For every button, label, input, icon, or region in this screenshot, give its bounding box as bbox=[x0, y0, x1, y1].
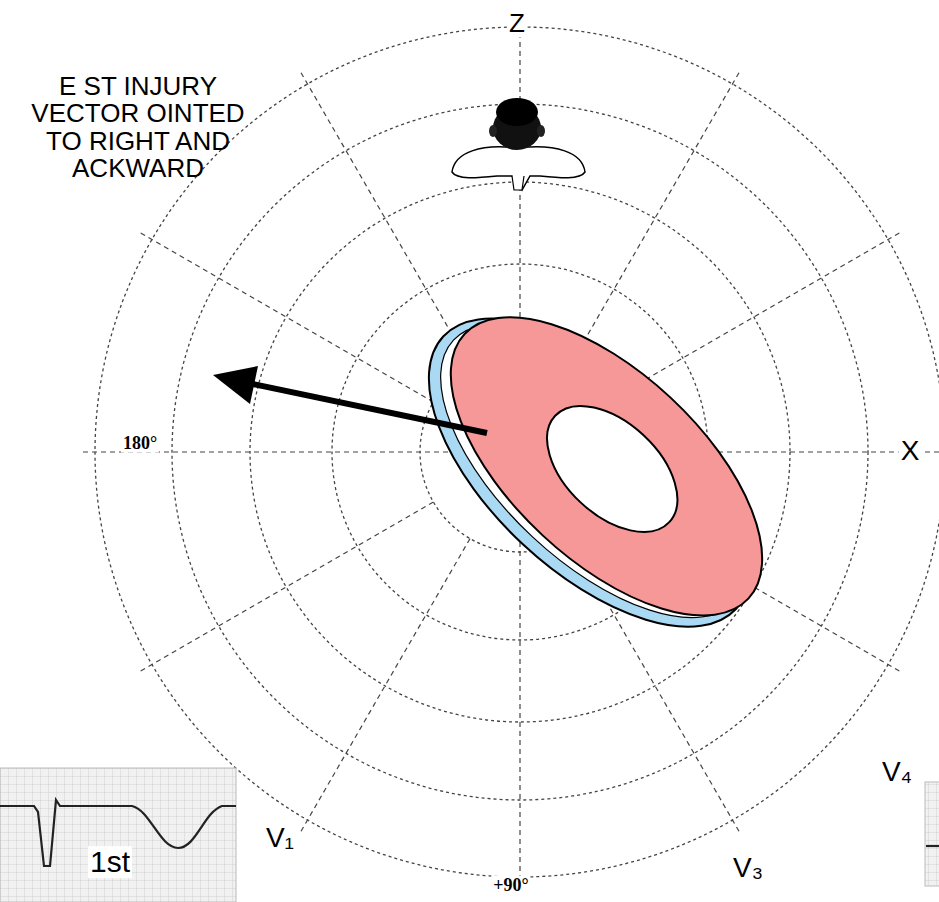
angle-label: +90° bbox=[491, 876, 530, 895]
polar-axis bbox=[300, 539, 470, 833]
ecg-strip bbox=[925, 782, 939, 886]
polar-axis bbox=[607, 232, 901, 402]
lead-label: V₃ bbox=[731, 853, 765, 882]
polar-axis bbox=[300, 71, 470, 365]
ecg-label: 1st bbox=[88, 846, 132, 878]
lead-label: V₁ bbox=[264, 823, 296, 852]
polar-axis bbox=[139, 232, 433, 402]
angle-label: 180° bbox=[121, 434, 159, 453]
axis-label: Z bbox=[507, 10, 527, 37]
head-figure bbox=[452, 98, 585, 190]
ecg-strip bbox=[0, 768, 236, 902]
polar-axis bbox=[139, 502, 433, 672]
polar-axis bbox=[570, 71, 740, 365]
st-injury-vector bbox=[213, 366, 487, 433]
lead-label: V₄ bbox=[880, 757, 914, 786]
heart-ring bbox=[377, 256, 813, 682]
caption-note: E ST INJURY VECTOR OINTED TO RIGHT AND A… bbox=[11, 73, 265, 182]
axis-label: X bbox=[899, 436, 922, 465]
